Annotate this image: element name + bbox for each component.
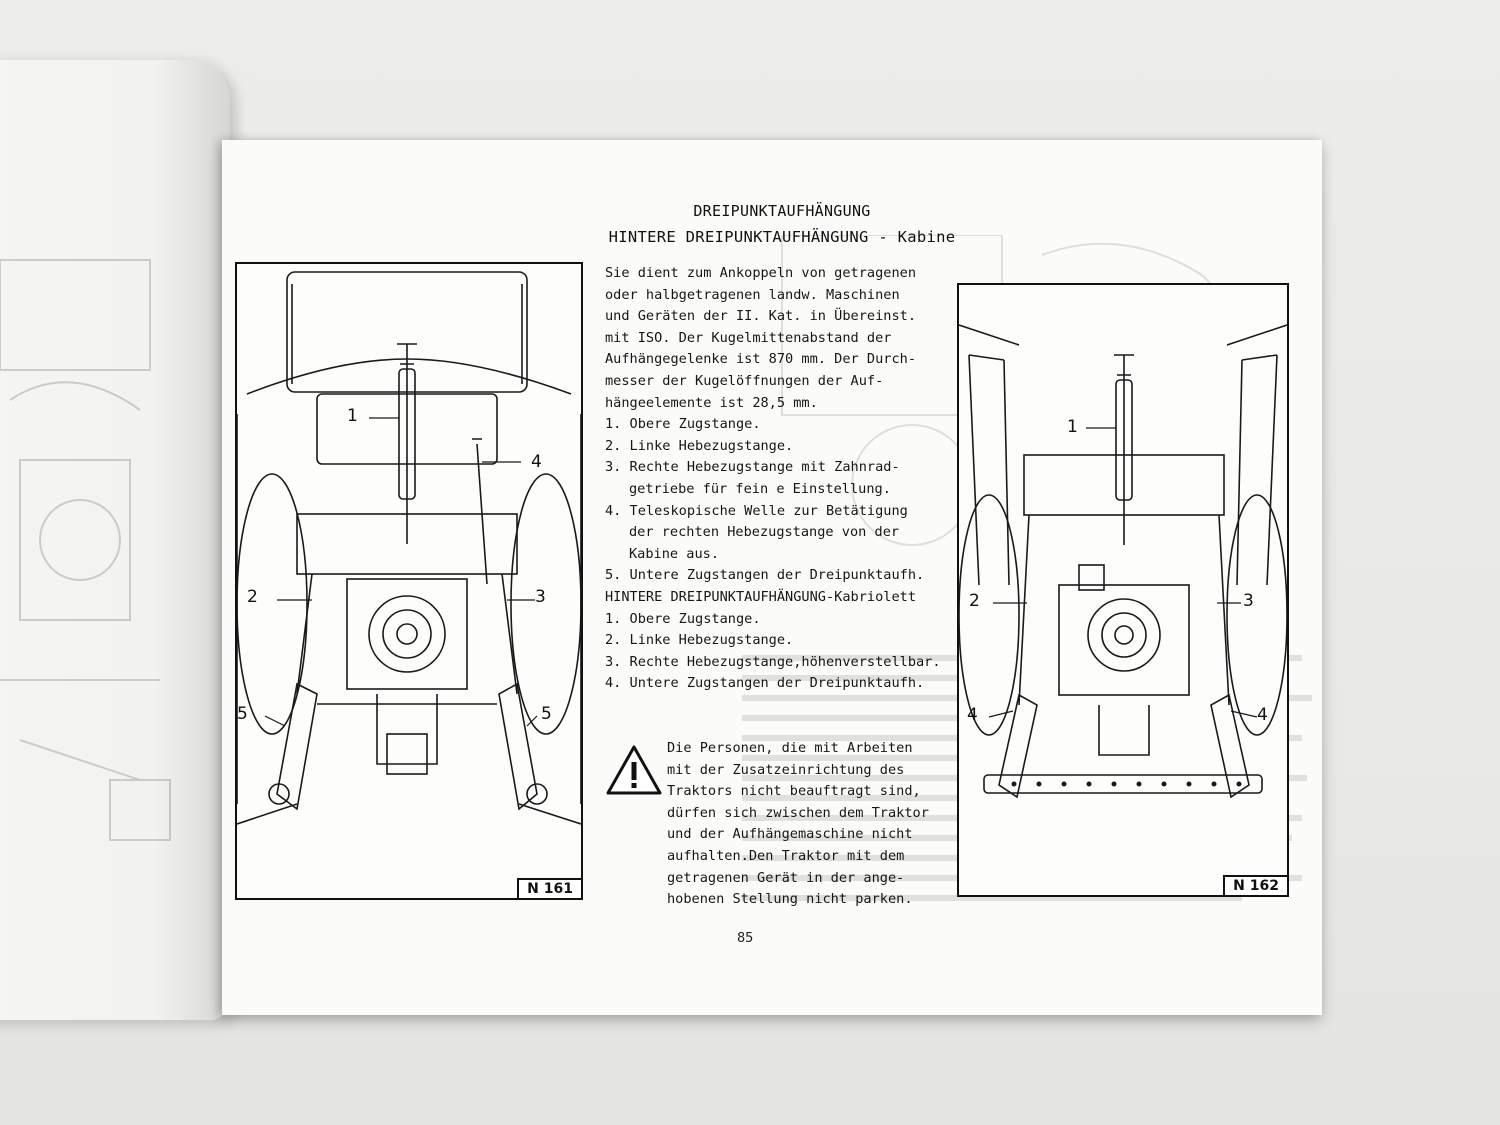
callout-3: 3	[1243, 591, 1254, 611]
figure-n161-cabin-hitch: 1 2 3 4 5 5 N 161	[235, 262, 583, 900]
text-line: Aufhängegelenke ist 870 mm. Der Durch-	[605, 351, 916, 368]
list-item: 5. Untere Zugstangen der Dreipunktaufh.	[605, 567, 925, 584]
list-item: 4. Teleskopische Welle zur Betätigung	[605, 502, 908, 519]
text-line: getragenen Gerät in der ange-	[667, 869, 905, 886]
page-number: 85	[737, 930, 754, 946]
list-item: 2. Linke Hebezugstange.	[605, 437, 794, 454]
list-item: 4. Untere Zugstangen der Dreipunktaufh.	[605, 675, 925, 692]
text-line: aufhalten.Den Traktor mit dem	[667, 847, 905, 864]
text-line: oder halbgetragenen landw. Maschinen	[605, 286, 900, 303]
callout-1: 1	[347, 406, 358, 426]
body-text: Sie dient zum Ankoppeln von getragenen o…	[605, 263, 941, 695]
safety-warning: Die Personen, die mit Arbeiten mit der Z…	[605, 738, 935, 938]
figure-label: N 162	[1223, 875, 1289, 897]
warning-triangle-icon	[606, 745, 662, 795]
text-line: mit der Zusatzeinrichtung des	[667, 761, 905, 778]
list-item: getriebe für fein e Einstellung.	[629, 480, 891, 497]
bleed-through-drawing	[0, 259, 171, 841]
list-item: 2. Linke Hebezugstange.	[605, 632, 794, 649]
callout-3: 3	[535, 587, 546, 607]
callout-4-right: 4	[1257, 705, 1268, 725]
cabriolet-parts-list: 1. Obere Zugstange. 2. Linke Hebezugstan…	[605, 609, 941, 695]
list-item: 3. Rechte Hebezugstange,höhenverstellbar…	[605, 653, 941, 670]
text-line: Sie dient zum Ankoppeln von getragenen	[605, 265, 916, 281]
callout-1: 1	[1067, 417, 1078, 437]
text-line: messer der Kugelöffnungen der Auf-	[605, 372, 884, 389]
text-line: mit ISO. Der Kugelmittenabstand der	[605, 329, 892, 346]
cabin-hitch-illustration	[237, 271, 581, 825]
list-item: Kabine aus.	[629, 545, 720, 562]
text-line: und der Aufhängemaschine nicht	[667, 826, 913, 843]
list-item: 3. Rechte Hebezugstange mit Zahnrad-	[605, 459, 900, 476]
callout-4-left: 4	[967, 705, 978, 725]
section-title: DREIPUNKTAUFHÄNGUNG	[693, 202, 871, 220]
figure-n162-cabriolet-hitch: 1 2 3 4 4 N 162	[957, 283, 1289, 897]
text-line: dürfen sich zwischen dem Traktor	[667, 804, 929, 821]
text-line: Traktors nicht beauftragt sind,	[667, 783, 921, 800]
manual-page: DREIPUNKTAUFHÄNGUNG HINTERE DREIPUNKTAUF…	[222, 140, 1322, 1015]
list-item: der rechten Hebezugstange von der	[629, 524, 900, 541]
cabin-parts-list: 1. Obere Zugstange. 2. Linke Hebezugstan…	[605, 414, 925, 587]
cabriolet-heading: HINTERE DREIPUNKTAUFHÄNGUNG-Kabriolett	[605, 588, 916, 605]
callout-4: 4	[531, 452, 542, 472]
warning-text: Die Personen, die mit Arbeiten mit der Z…	[667, 738, 937, 911]
callout-5-left: 5	[237, 704, 248, 724]
list-item: 1. Obere Zugstange.	[605, 610, 761, 627]
figure-label: N 161	[517, 878, 583, 900]
text-line: Die Personen, die mit Arbeiten	[667, 740, 913, 756]
section-subtitle: HINTERE DREIPUNKTAUFHÄNGUNG - Kabine	[608, 228, 956, 246]
text-line: und Geräten der II. Kat. in Übereinst.	[605, 308, 916, 325]
callout-5-right: 5	[541, 704, 552, 724]
text-line: hobenen Stellung nicht parken.	[667, 891, 913, 908]
callout-2: 2	[969, 591, 980, 611]
text-line: hängeelemente ist 28,5 mm.	[605, 394, 818, 411]
left-page-edge	[0, 60, 230, 1020]
list-item: 1. Obere Zugstange.	[605, 416, 761, 433]
cabriolet-hitch-illustration	[959, 324, 1287, 799]
intro-paragraph: Sie dient zum Ankoppeln von getragenen o…	[605, 263, 925, 414]
callout-2: 2	[247, 587, 258, 607]
